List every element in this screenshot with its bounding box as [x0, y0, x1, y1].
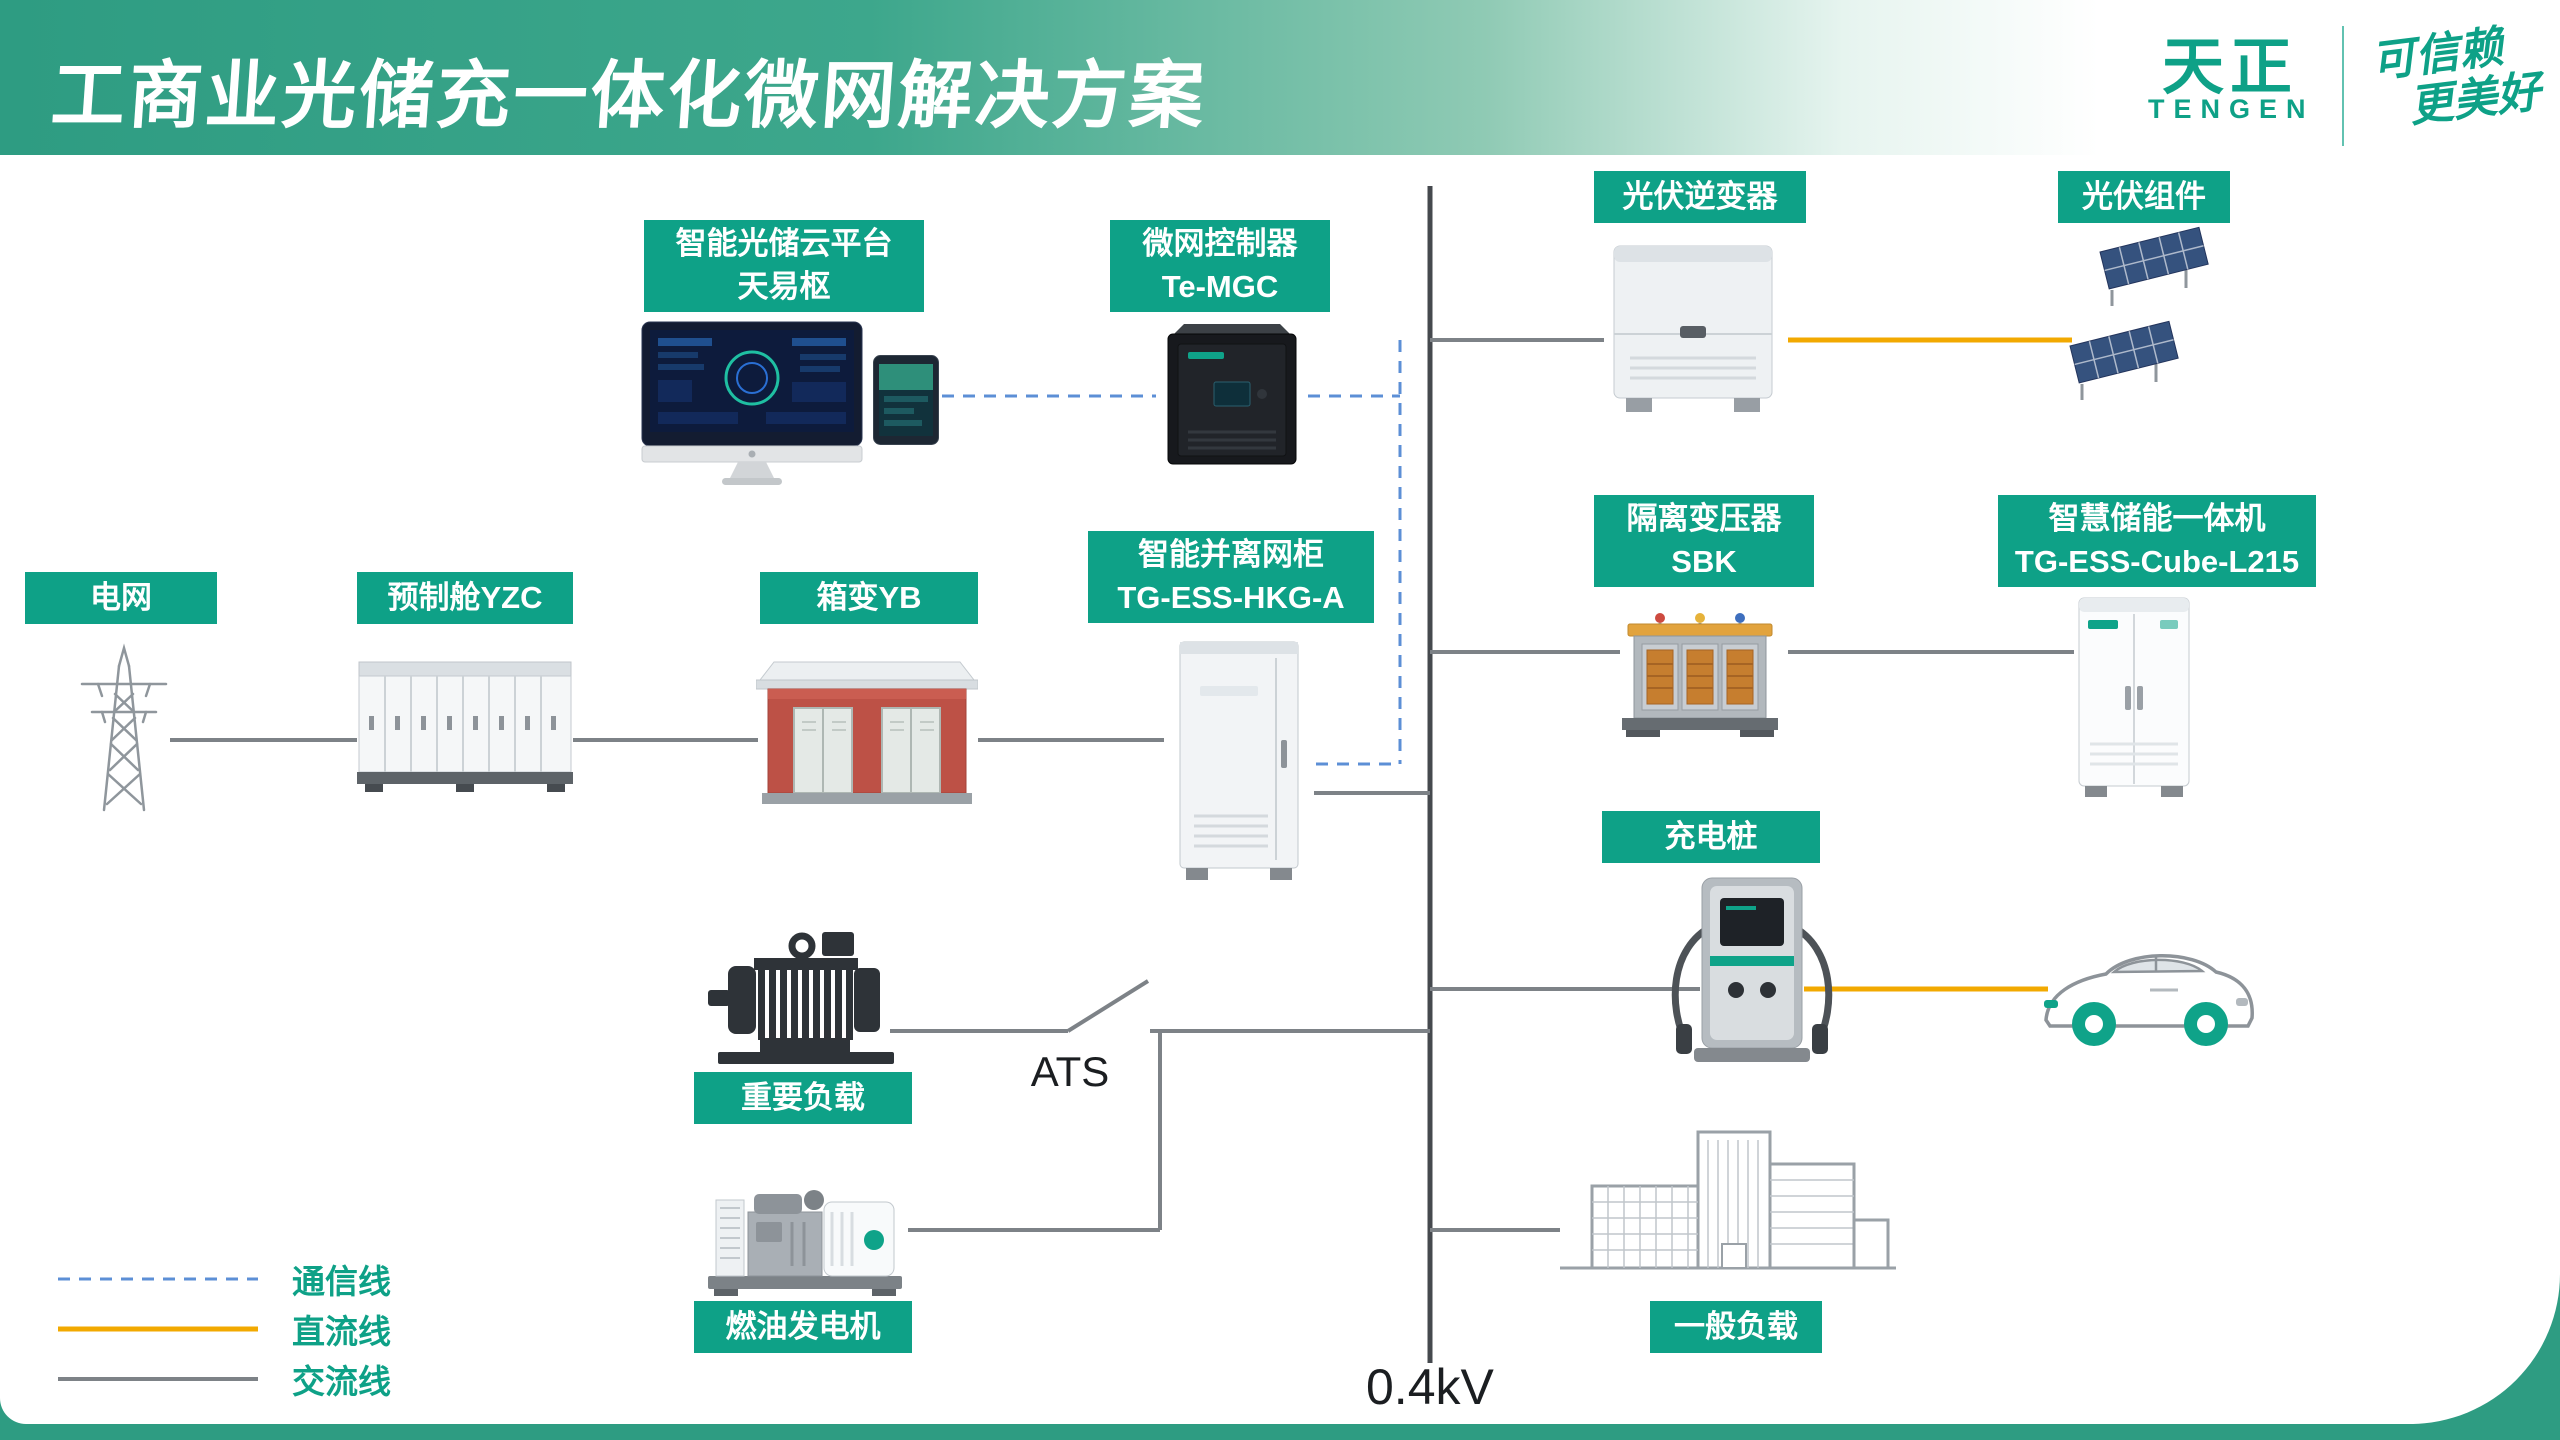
bus-voltage-annotation: 0.4kV	[1366, 1359, 1494, 1415]
logo-text-en: TENGEN	[2148, 94, 2315, 124]
label-microgrid-controller: 微网控制器 Te-MGC	[1110, 220, 1330, 312]
legend: 通信线 直流线 交流线	[58, 1254, 391, 1404]
ats-switch-blade	[1066, 979, 1150, 1033]
grid-cabinet-illustration	[1164, 636, 1314, 884]
comm-lines	[942, 340, 1402, 766]
label-grid-cabinet: 智能并离网柜 TG-ESS-HKG-A	[1088, 531, 1374, 623]
legend-label-ac: 交流线	[292, 1363, 391, 1400]
cloud-platform-monitor-illustration	[640, 320, 864, 490]
dc-lines	[1788, 337, 2072, 992]
label-box-transformer: 箱变YB	[760, 572, 978, 624]
grid-tower-illustration	[66, 634, 182, 814]
legend-label-dc: 直流线	[292, 1313, 391, 1350]
isolation-transformer-illustration	[1614, 602, 1786, 742]
legend-label-comm: 通信线	[292, 1263, 391, 1300]
label-charger: 充电桩	[1602, 811, 1820, 863]
prefab-cabin-illustration	[357, 646, 573, 796]
diesel-generator-illustration	[702, 1156, 908, 1298]
box-transformer-illustration	[756, 656, 978, 814]
general-load-buildings-illustration	[1556, 1124, 1900, 1282]
label-prefab-cabin: 预制舱YZC	[357, 572, 573, 624]
ess-cube-illustration	[2072, 594, 2196, 802]
comm-line-sample	[58, 1277, 258, 1281]
label-general-load: 一般负载	[1650, 1301, 1822, 1353]
label-pv-inverter: 光伏逆变器	[1594, 171, 1806, 223]
logo-divider	[2342, 26, 2344, 146]
label-diesel-generator: 燃油发电机	[694, 1301, 912, 1353]
cloud-platform-tablet-illustration	[872, 354, 940, 446]
label-important-load: 重要负载	[694, 1072, 912, 1124]
legend-item-comm: 通信线	[58, 1254, 391, 1304]
dc-line-sample	[58, 1326, 258, 1332]
ac-lines	[170, 338, 2074, 1232]
ats-annotation: ATS	[1030, 1048, 1110, 1095]
ev-car-illustration	[2030, 916, 2262, 1064]
label-grid: 电网	[25, 572, 217, 624]
microgrid-controller-illustration	[1158, 320, 1306, 472]
ev-charger-illustration	[1642, 864, 1862, 1068]
pv-inverter-illustration	[1600, 238, 1786, 424]
header-banner	[0, 0, 2560, 155]
pv-modules-illustration	[2060, 218, 2212, 410]
label-isolation-transformer: 隔离变压器 SBK	[1594, 495, 1814, 587]
label-cloud-platform: 智能光储云平台 天易枢	[644, 220, 924, 312]
label-ess-cube: 智慧储能一体机 TG-ESS-Cube-L215	[1998, 495, 2316, 587]
ac-line-sample	[58, 1377, 258, 1381]
label-pv-modules: 光伏组件	[2058, 171, 2230, 223]
important-load-motor-illustration	[702, 916, 908, 1070]
legend-item-ac: 交流线	[58, 1354, 391, 1404]
logo-text-cn: 天正	[2161, 33, 2298, 102]
legend-item-dc: 直流线	[58, 1304, 391, 1354]
